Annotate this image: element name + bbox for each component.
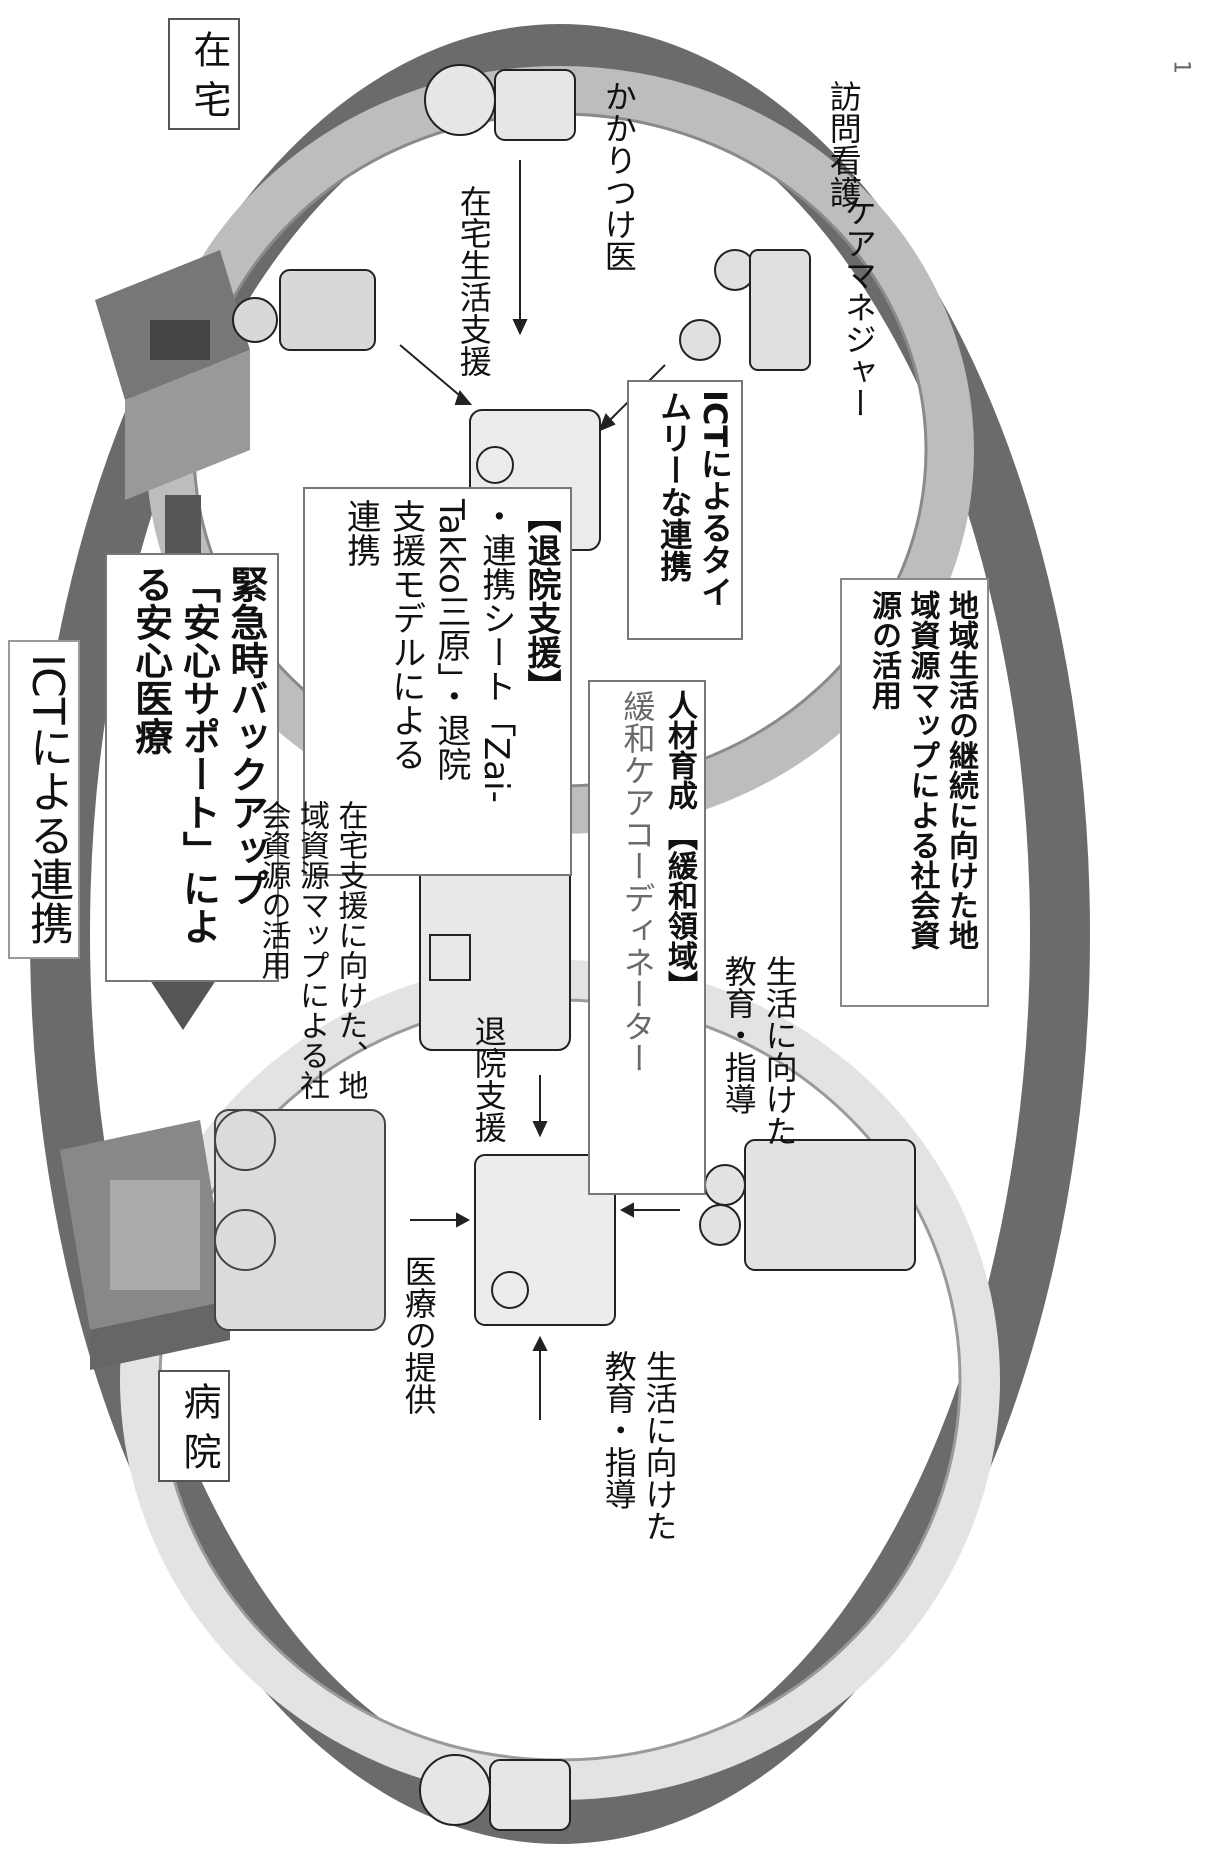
backup-title: 緊急時バックアップ [224,565,268,907]
timely-ict-box: ICTによるタイ ムリーな連携 [627,380,743,640]
thin-arrows [399,160,680,1420]
label-houmon: 訪問看護 [824,80,863,208]
human-line1: 人材育成 【緩和領域】 [662,690,697,1001]
seikatsu-left-line2: 教育・指導 [599,1350,638,1510]
seikatsu-right-line2: 教育・指導 [719,955,758,1115]
emergency-backup-box: 緊急時バックアップ 「安心サポート」によ る安心医療 [105,553,279,982]
label-caremanager: ケアマネジャー [839,195,878,419]
zaitaku-shien-line2: 域資源マップによる社 [294,800,329,1100]
discharge-line5: 連携 [340,499,381,567]
community-line3: 源の活用 [866,590,901,710]
bed-patient-bottom [474,1154,616,1326]
doctor-figure [232,269,376,351]
house-building-icon [95,250,250,500]
label-taiin-shien: 退院支援 [469,1015,508,1143]
community-resource-box: 地域生活の継続に向けた地 域資源マップによる社会資 源の活用 [840,578,989,1007]
label-seikatsu-left: 生活に向けた 教育・指導 [599,1350,679,1542]
discharge-line2: ・連携シート「Zai- [475,499,516,803]
nurse-figure-bottom [419,1754,571,1831]
seikatsu-right-line1: 生活に向けた [760,955,799,1147]
backup-line2: 「安心サポート」によ [176,565,221,945]
hospital-building-icon [60,1120,230,1370]
walking-figures [699,1139,916,1271]
seikatsu-left-line1: 生活に向けた [640,1350,679,1542]
label-seikatsu-right: 生活に向けた 教育・指導 [719,955,799,1147]
nurse-figure-top [424,64,576,141]
byoin-label: 病 院 [158,1370,230,1483]
page-number: 1 [1168,60,1194,74]
human-line2: 緩和ケアコーディネーター [618,690,657,1074]
discharge-line3: Takko三原」・退院 [430,499,471,781]
label-kakaritsuke: かかりつけ医 [599,80,638,272]
palliative-scene [419,859,571,1051]
hospital-ring [120,960,1000,1800]
label-zaitaku-seikatsu: 在宅生活支援 [454,185,493,377]
caremanager-figure [679,249,811,371]
zaitaku-shien-line3: 会資源の活用 [255,800,291,980]
label-zaitaku-shien: 在宅支援に向けた、地 域資源マップによる社 会資源の活用 [255,800,368,1100]
discharge-support-box: 【退院支援】 ・連携シート「Zai- Takko三原」・退院 支援モデルによる … [303,487,572,876]
discharge-line4: 支援モデルによる [385,499,426,771]
community-line2: 域資源マップによる社会資 [904,590,940,950]
timely-line1: ICTによるタイ [696,390,734,608]
human-resource-box: 人材育成 【緩和領域】 緩和ケアコーディネーター [588,680,706,1195]
label-iryo-teikyo: 医療の提供 [399,1255,438,1415]
timely-line2: ムリーな連携 [655,390,694,582]
discharge-line1: 【退院支援】 [521,499,561,703]
zaitaku-shien-line1: 在宅支援に向けた、地 [332,800,368,1100]
doctor-patient-bottom [214,1109,386,1331]
community-line1: 地域生活の継続に向けた地 [943,590,978,950]
zaitaku-label: 在 宅 [168,18,240,131]
backup-line3: る安心医療 [128,565,173,755]
ict-coop-label: ICTによる連携 [8,640,80,959]
